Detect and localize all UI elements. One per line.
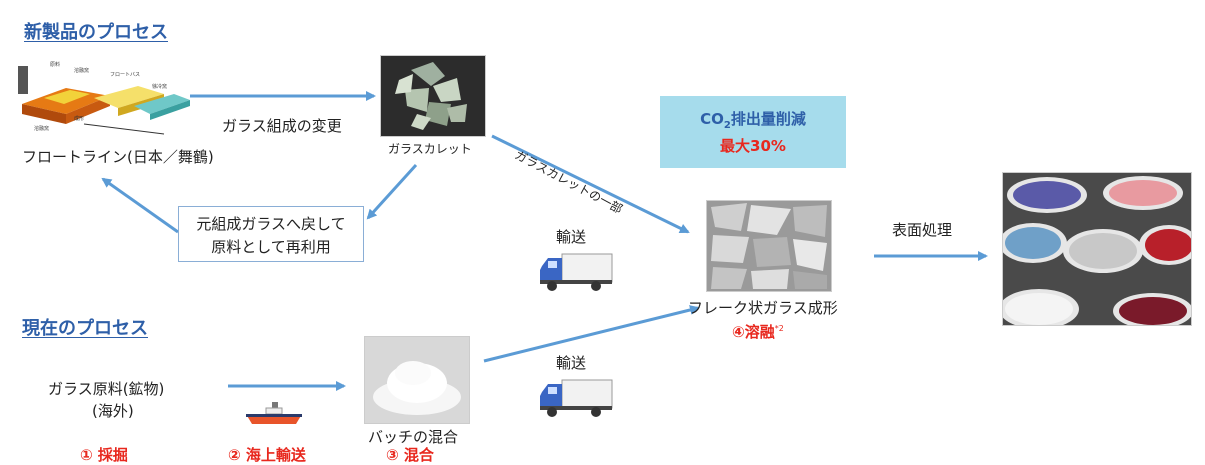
step3-mixing: ③ 混合 [386,446,434,464]
batch-powder-image [364,336,470,424]
svg-text:徐冷窯: 徐冷窯 [152,83,167,90]
current-process-title: 現在のプロセス [22,318,148,339]
svg-text:フロートバス: フロートバス [110,72,140,78]
surface-treatment-label: 表面処理 [892,221,953,239]
co2-prefix: CO [700,110,724,128]
co2-reduction-box: CO2排出量削減 最大30% [660,96,846,168]
reuse-box: 元組成ガラスへ戻して 原料として再利用 [178,206,364,262]
pigment-products-image [1002,172,1192,326]
svg-text:原料: 原料 [50,61,60,68]
reuse-line1: 元組成ガラスへ戻して [196,215,346,233]
float-line-label: フロートライン(日本／舞鶴) [22,148,214,166]
co2-line2: 最大30% [720,137,786,155]
cullet-label: ガラスカレット [388,142,472,156]
arrow-reuse-to-float [101,177,179,234]
melting-label: ④溶融 [732,323,775,341]
reuse-line2: 原料として再利用 [211,238,331,256]
composition-change-label: ガラス組成の変更 [222,117,342,135]
raw-material-line2: (海外) [92,402,134,420]
svg-text:溶融窯: 溶融窯 [34,125,49,132]
melting-note: *2 [774,324,784,333]
transport-bottom-label: 輸送 [556,354,587,372]
raw-material-line1: ガラス原料(鉱物) [48,380,165,398]
co2-line1: CO2排出量削減 [660,108,846,131]
batch-mixing-label: バッチの混合 [368,428,459,446]
truck-icon [540,379,613,417]
co2-suffix: 排出量削減 [730,110,806,128]
step2-sea-transport: ② 海上輸送 [228,446,306,464]
ship-icon [246,402,302,424]
melting-step: ④溶融*2 [732,321,784,342]
new-process-title: 新製品のプロセス [24,22,168,43]
flake-glass-image [706,200,832,292]
flake-forming-label: フレーク状ガラス成形 [688,299,838,317]
truck-icon [540,253,613,291]
transport-top-label: 輸送 [556,228,587,246]
arrow-cullet-to-reuse [366,163,418,220]
glass-cullet-image [380,55,486,137]
arrow-cullet-to-flake [491,134,690,234]
svg-text:溶融窯: 溶融窯 [74,67,89,74]
co2-sub: 2 [723,120,731,131]
step1-mining: ① 採掘 [80,446,128,464]
float-line-illustration: 原料 溶融窯 フロートバス 徐冷窯 成形 溶融窯 [18,61,190,135]
svg-text:成形: 成形 [74,115,84,122]
arrow-batch-to-flake [483,305,700,363]
